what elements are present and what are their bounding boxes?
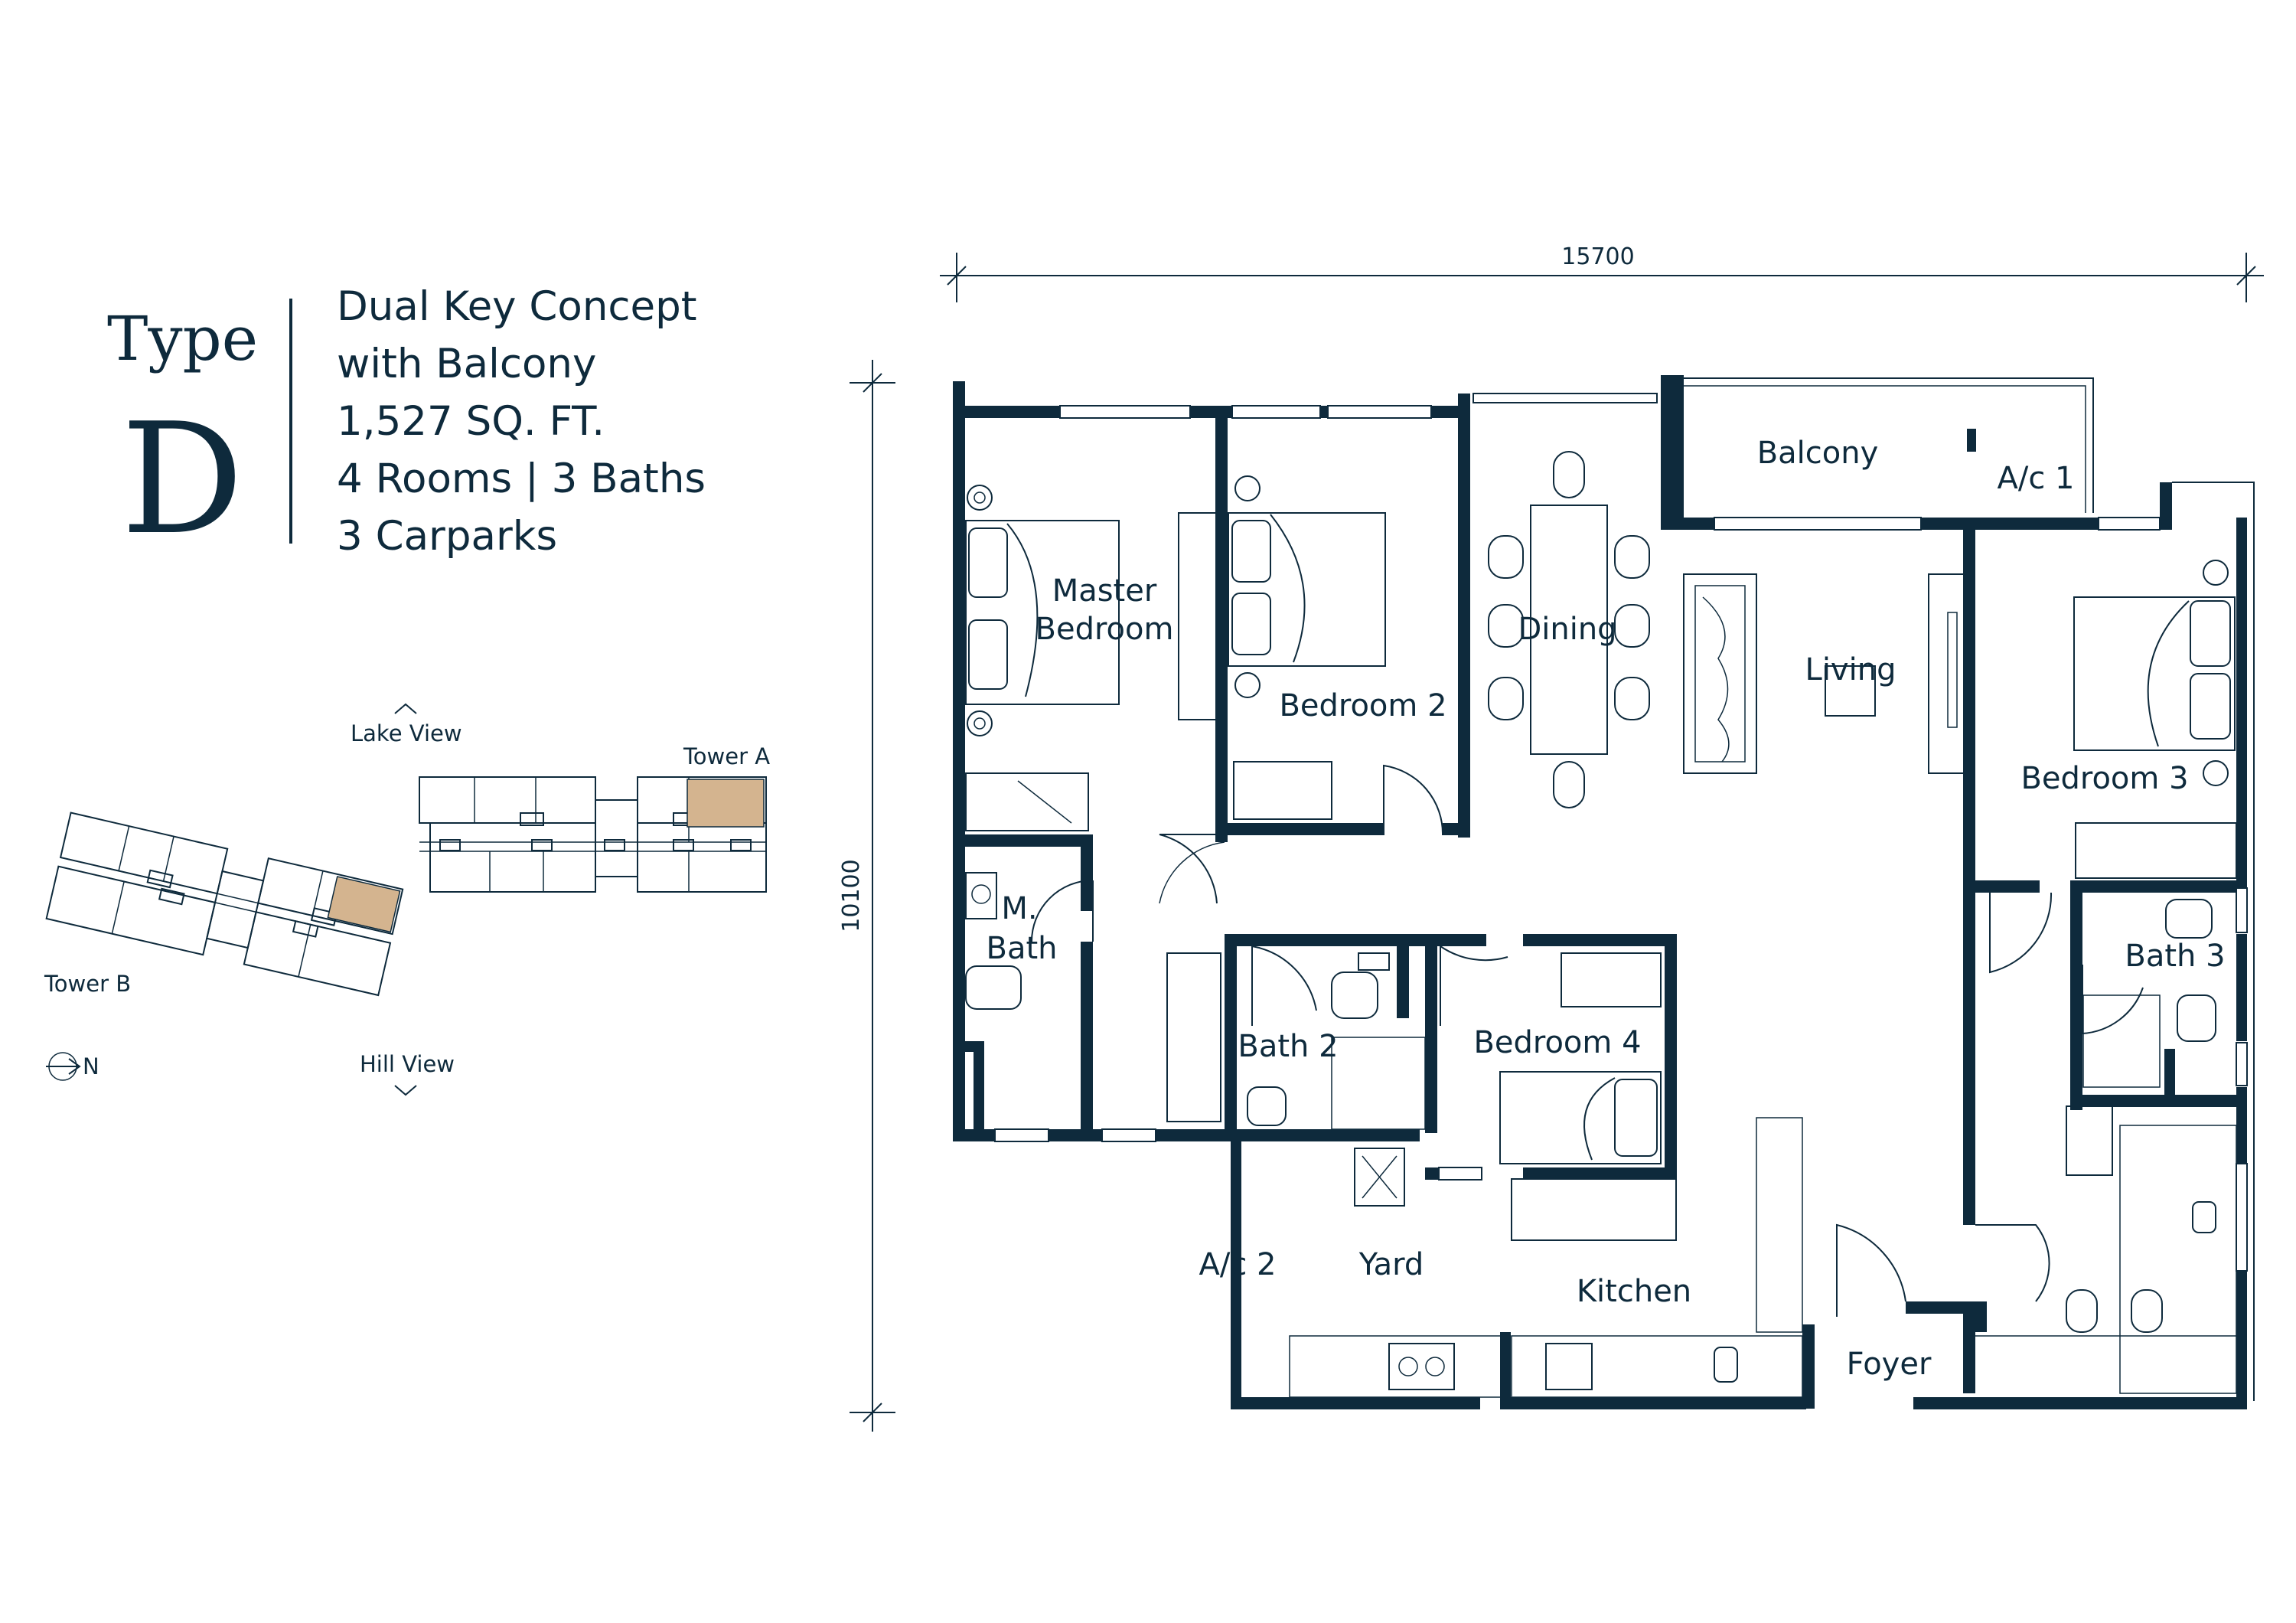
sofa-icon — [1683, 573, 1757, 774]
header-divider — [289, 299, 292, 544]
unit-type-header: Type D Dual Key Concept with Balcony 1,5… — [107, 283, 706, 569]
spec-line-area: 1,527 SQ. FT. — [337, 398, 605, 445]
bath-2-fixtures — [1247, 952, 1426, 1130]
north-arrow-icon — [46, 1052, 81, 1081]
yard-fixtures — [1289, 1148, 1505, 1398]
north-label: N — [83, 1053, 99, 1079]
bath-2-label: Bath 2 — [1238, 1029, 1338, 1064]
tower-a-block — [419, 776, 767, 893]
kitchen-label: Kitchen — [1577, 1274, 1691, 1309]
tower-b-block — [45, 812, 404, 997]
master-bedroom-label-line-1: Master — [1052, 573, 1157, 609]
type-word: Type — [107, 303, 258, 374]
dining-label: Dining — [1518, 612, 1616, 647]
spec-line-balcony: with Balcony — [337, 341, 596, 387]
height-dimension-label: 10100 — [838, 859, 865, 932]
bedroom-2-label: Bedroom 2 — [1279, 688, 1446, 723]
ac-2-label: A/c 2 — [1199, 1247, 1277, 1282]
wardrobe-icon — [1166, 952, 1221, 1122]
tower-a-highlight-unit — [687, 779, 765, 828]
coffee-table-icon — [1825, 665, 1876, 717]
master-bath-label-line-2: Bath — [987, 931, 1058, 966]
spec-line-rooms: 4 Rooms | 3 Baths — [337, 456, 706, 502]
bedroom-4-label: Bedroom 4 — [1473, 1025, 1641, 1060]
windows — [994, 393, 2248, 1272]
bedroom-2-bed-icon — [1178, 475, 1386, 820]
key-plan: Lake View Tower A — [44, 703, 770, 1096]
tower-b-highlight-unit — [327, 876, 401, 933]
spec-line-concept: Dual Key Concept — [337, 283, 697, 330]
walls — [953, 375, 2247, 1409]
living-label: Living — [1805, 652, 1896, 687]
tower-a-label: Tower A — [683, 743, 770, 769]
hill-view-arrow-icon — [394, 1085, 417, 1096]
dining-table-icon — [1488, 451, 1650, 808]
balcony-railings — [1239, 377, 2255, 1409]
height-dimension: 10100 — [838, 360, 895, 1432]
tv-console-icon — [1928, 573, 1969, 774]
bedroom-3-bed-icon — [2073, 560, 2237, 879]
hob-icon — [1388, 1343, 1455, 1390]
hill-view-label: Hill View — [360, 1051, 455, 1077]
kitchenette-fixtures — [1975, 1105, 2237, 1394]
master-bed-icon — [965, 485, 1120, 831]
tower-b-label: Tower B — [44, 971, 131, 997]
width-dimension: 15700 — [940, 243, 2264, 302]
bedroom-4-bed-icon — [1499, 952, 1662, 1164]
lake-view-label: Lake View — [351, 720, 462, 746]
kitchen-fixtures — [1511, 1117, 1803, 1398]
ac-1-label: A/c 1 — [1998, 461, 2075, 496]
spec-line-carparks: 3 Carparks — [337, 513, 557, 560]
foyer-label: Foyer — [1847, 1347, 1932, 1382]
balcony-label: Balcony — [1757, 436, 1879, 471]
bath-3-label: Bath 3 — [2125, 939, 2225, 974]
master-bath-label-line-1: M. — [1001, 891, 1037, 926]
bedroom-3-label: Bedroom 3 — [2020, 761, 2188, 796]
width-dimension-label: 15700 — [1561, 243, 1634, 270]
yard-label: Yard — [1358, 1247, 1424, 1282]
master-bedroom-label-line-2: Bedroom — [1035, 612, 1174, 647]
master-bath-fixtures — [965, 872, 1022, 1010]
room-labels: Master Bedroom Bedroom 2 Dining Balcony … — [987, 436, 2226, 1382]
doors — [1031, 764, 2144, 1317]
bath-3-fixtures — [2082, 899, 2216, 1088]
furniture — [965, 451, 2237, 1398]
type-letter: D — [121, 390, 243, 569]
lake-view-arrow-icon — [394, 703, 417, 714]
